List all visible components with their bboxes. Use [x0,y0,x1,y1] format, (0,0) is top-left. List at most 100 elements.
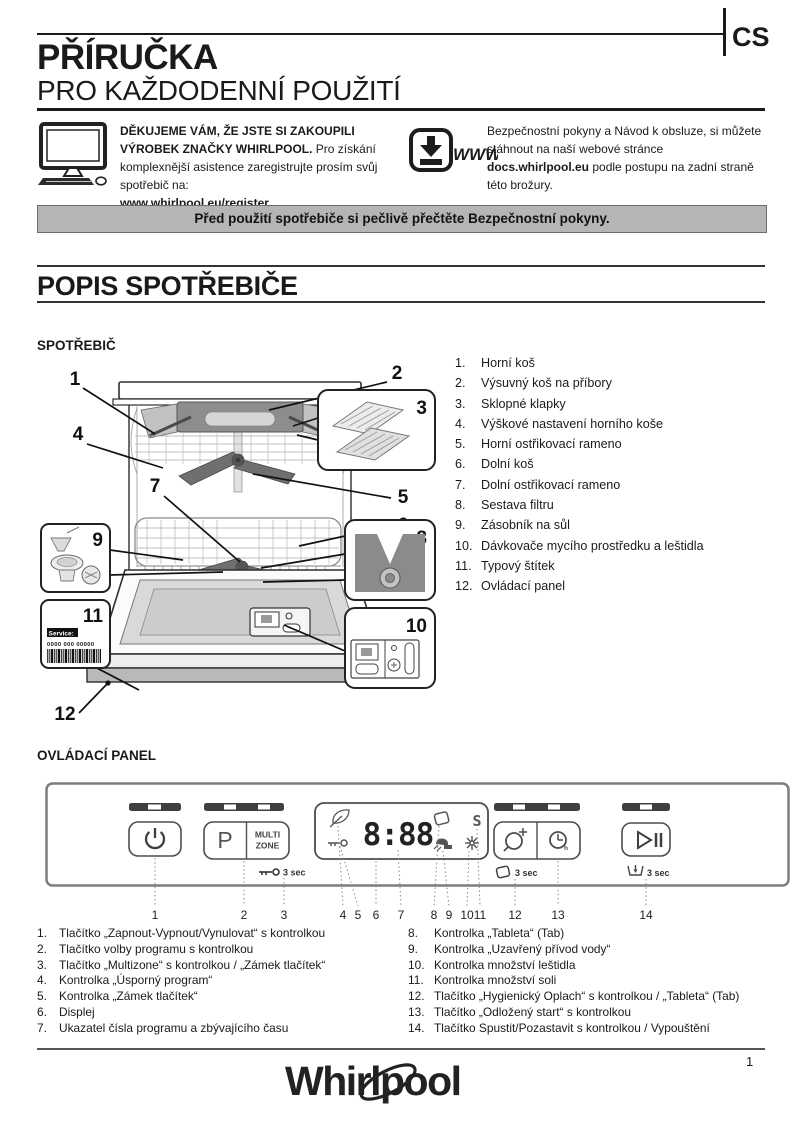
callout-box-salt: 9 [40,523,111,593]
callout-box-dispenser: 10 [344,607,436,689]
logo-swoosh [359,1063,417,1101]
safety-notice-banner: Před použití spotřebiče si pečlivě přečt… [37,205,767,233]
page-title: PŘÍRUČKA [37,38,218,77]
brand-wordmark: Whirlpool [285,1058,461,1104]
callout-2: 2 [392,363,403,384]
computer-icon [37,122,113,188]
legend-item: 13.Tlačítko „Odložený start“ s kontrolko… [408,1004,631,1019]
page-number: 1 [746,1054,754,1069]
indicator-bars [129,803,670,811]
service-label: Service: [49,631,74,638]
appliance-diagram: 1 2 4 5 6 7 12 3 9 [37,352,437,737]
svg-text:9: 9 [446,908,453,922]
title-rule [37,108,765,111]
svg-text:3: 3 [281,908,288,922]
svg-text:14: 14 [639,908,653,922]
list-item: 3.Sklopné klapky [455,396,566,411]
control-panel-diagram: P MULTI ZONE 3 sec [45,782,790,922]
legend-item: 7.Ukazatel čísla programu a zbývajícího … [37,1020,289,1035]
svg-text:13: 13 [551,908,565,922]
whirlpool-logo: Whirlpool [283,1051,473,1115]
legend-item: 10.Kontrolka množství leštidla [408,957,576,972]
service-number: 0000 000 00000 [47,642,95,648]
start-pause-button [621,822,671,857]
key-lock-hold-label: 3 sec [259,868,306,878]
callout-box-rating-plate: 11 Service: 0000 000 00000 [40,599,111,669]
svg-text:3 sec: 3 sec [283,868,306,878]
callout-4: 4 [73,424,84,445]
program-button-label: P [217,827,232,853]
callout-12: 12 [54,704,75,725]
water-tap-icon [433,838,452,852]
callout-3: 3 [416,398,427,419]
list-item: 9.Zásobník na sůl [455,518,570,533]
list-item: 1.Horní koš [455,356,535,370]
svg-text:7: 7 [398,908,405,922]
panel-numbers: 1 2 3 4 5 6 7 8 9 10 11 12 13 14 [152,908,653,922]
callout-box-filter: 8 [344,519,436,601]
legend-item: 2.Tlačítko volby programu s kontrolkou [37,941,254,956]
download-text: Bezpečnostní pokyny a Návod k obsluze, s… [487,122,767,194]
download-text-before: Bezpečnostní pokyny a Návod k obsluze, s… [487,124,762,156]
list-item: 5.Horní ostřikovací rameno [455,437,622,452]
barcode [47,649,101,663]
legend-item: 8.Kontrolka „Tableta“ (Tab) [408,926,565,940]
language-code: CS [732,22,770,52]
panel-leader-lines [154,825,647,907]
eco-leaf-icon [329,809,350,828]
play-pause-icon [637,830,663,850]
svg-text:3 sec: 3 sec [647,868,670,878]
power-button [128,821,182,857]
download-www-icon: WWW [408,127,503,173]
program-multizone-buttons: P MULTI ZONE [203,821,290,860]
svg-text:6: 6 [373,908,380,922]
panel-heading: OVLÁDACÍ PANEL [37,748,157,763]
svg-text:h: h [564,845,568,852]
list-item: 4.Výškové nastavení horního koše [455,416,664,431]
register-text: DĚKUJEME VÁM, ŽE JSTE SI ZAKOUPILI VÝROB… [120,122,414,212]
multizone-label-1: MULTI [255,830,280,840]
download-text-after: podle postupu na zadní straně této brožu… [487,160,754,192]
appliance-heading: SPOTŘEBIČ [37,338,116,353]
tab-hold-label: 3 sec [495,865,538,879]
register-body: Pro získání komplexnější asistence zareg… [120,142,378,192]
svg-text:10: 10 [460,908,474,922]
multizone-label-2: ZONE [256,841,280,851]
key-lock-icon [259,868,280,876]
legend-item: 6.Displej [37,1004,95,1019]
callout-10: 10 [406,616,427,637]
callout-lines [78,381,392,714]
tab-icon [495,865,511,879]
key-lock-indicator-icon [328,839,348,847]
section-rule-bottom [37,301,765,303]
www-label: WWW [453,145,498,164]
panel-legend-right: 8.Kontrolka „Tableta“ (Tab) 9.Kontrolka … [408,926,800,1037]
display: 8:88 S [314,802,489,860]
hygienic-rinse-icon [503,828,527,852]
list-item: 7.Dolní ostřikovací rameno [455,477,621,492]
legend-item: 4.Kontrolka „Úsporný program“ [37,973,213,988]
svg-text:2: 2 [241,908,248,922]
power-icon [144,828,166,850]
drain-hold-label: 3 sec [627,865,670,878]
list-item: 6.Dolní koš [455,457,534,472]
salt-indicator-icon: S [472,812,481,830]
display-value: 8:88 [363,817,434,853]
delayed-start-icon: h [549,831,568,852]
svg-text:3 sec: 3 sec [515,868,538,878]
rinse-aid-icon [465,836,479,850]
panel-legend-left: 1.Tlačítko „Zapnout-Vypnout/Vynulovat“ s… [37,926,399,1037]
docs-url: docs.whirlpool.eu [487,160,590,174]
list-item: 12.Ovládací panel [455,579,566,594]
legend-item: 11.Kontrolka množství soli [408,973,557,988]
list-item: 10.Dávkovače mycího prostředku a leštidl… [455,538,704,553]
callout-11: 11 [83,606,104,627]
legend-item: 12.Tlačítko „Hygienický Oplach“ s kontro… [408,989,740,1004]
svg-text:8: 8 [431,908,438,922]
legend-item: 3.Tlačítko „Multizone“ s kontrolkou / „Z… [37,957,326,972]
footer-rule [37,1048,765,1050]
cs-divider [723,8,726,56]
svg-text:4: 4 [340,908,347,922]
list-item: 8.Sestava filtru [455,498,554,513]
